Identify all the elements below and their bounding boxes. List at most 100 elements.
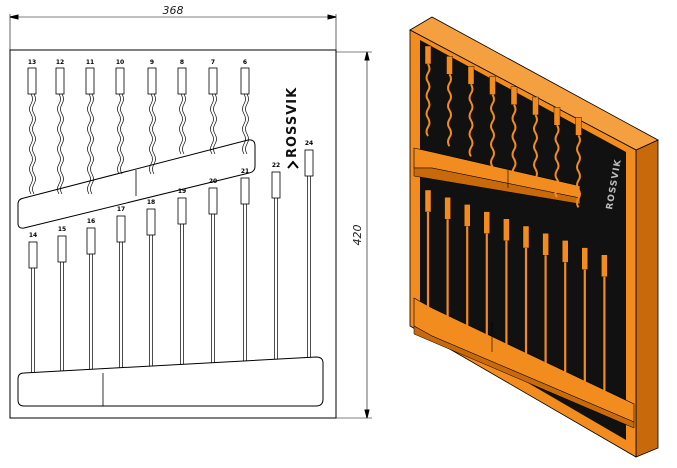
bit-head-slot: [116, 215, 126, 243]
iso-side-face: [635, 139, 659, 458]
wavy-shaft: [242, 93, 246, 155]
bit-head-slot: [304, 149, 314, 177]
bottom-cutout: 15: [57, 226, 67, 371]
wavy-shaft: [210, 93, 214, 155]
iso-bottom-cutout: [522, 225, 530, 356]
iso-bit-slot: [446, 56, 453, 75]
wavy-shaft: [213, 93, 217, 155]
top-cutout: 7: [208, 59, 218, 155]
brand-logo-mark: [287, 160, 299, 169]
cutout-number: 21: [241, 168, 249, 175]
iso-bit-slot: [581, 247, 588, 270]
top-cutout: 6: [240, 59, 250, 155]
isometric-view: ROSSVIK: [409, 16, 659, 458]
bit-head-slot: [28, 241, 38, 269]
iso-bit-slot: [522, 225, 530, 249]
iso-top-cutout: [575, 117, 582, 208]
cutout-number: 20: [209, 178, 217, 185]
bit-head-slot: [146, 208, 156, 236]
iso-bottom-cutout: [444, 196, 451, 318]
iso-bit-slot: [601, 254, 608, 278]
iso-bit-slot: [553, 106, 561, 126]
wavy-shaft: [179, 93, 183, 155]
bit-head-slot: [85, 67, 95, 95]
iso-bottom-cutout: [483, 211, 490, 337]
bottom-cutout: 18: [146, 199, 156, 367]
cutout-number: 24: [305, 140, 313, 147]
bit-head-slot: [55, 67, 65, 95]
iso-bottom-cutout: [503, 218, 510, 347]
bit-head-slot: [57, 235, 67, 263]
iso-wavy-shaft: [425, 63, 431, 137]
iso-wavy-shaft: [576, 134, 581, 208]
wavy-shaft: [87, 93, 91, 195]
bit-head-slot: [208, 187, 218, 215]
iso-wavy-shaft: [447, 73, 452, 147]
cutout-number: 11: [86, 59, 94, 66]
iso-top-cutout: [510, 86, 518, 178]
cutout-number: 17: [117, 206, 125, 213]
top-cutout: 10: [115, 59, 125, 175]
wavy-shaft: [57, 93, 61, 195]
width-dimension-label: 368: [163, 4, 184, 17]
iso-wavy-shaft: [468, 83, 474, 157]
bit-head-slot: [271, 171, 281, 199]
iso-bit-slot: [575, 117, 582, 136]
top-cutout: 9: [147, 59, 157, 175]
iso-bit-slot: [424, 189, 432, 213]
wavy-shaft: [182, 93, 186, 155]
bit-head-slot: [208, 67, 218, 95]
wavy-shaft: [117, 93, 121, 175]
iso-top-cutout: [489, 76, 496, 168]
iso-bottom-cutout: [464, 204, 471, 328]
bottom-cutout: 16: [86, 218, 96, 370]
iso-bit-slot: [483, 211, 490, 234]
iso-bit-slot: [424, 45, 432, 65]
wavy-shaft: [90, 93, 94, 195]
cutout-number: 9: [150, 59, 154, 66]
bit-head-slot: [177, 67, 187, 95]
iso-bottom-cutout: [581, 247, 588, 385]
iso-top-cutout: [424, 45, 432, 137]
brand-logo-front: ROSSVIK: [285, 87, 300, 169]
iso-bit-slot: [532, 96, 539, 116]
cutout-number: 18: [147, 199, 155, 206]
bottom-cutout: 19: [177, 188, 187, 365]
cutout-number: 12: [56, 59, 64, 66]
iso-bit-slot: [467, 66, 475, 85]
iso-bit-slot: [562, 240, 569, 263]
wavy-shaft: [149, 93, 153, 175]
cutout-number: 14: [29, 232, 37, 239]
iso-bit-slot: [503, 218, 510, 242]
bit-head-slot: [147, 67, 157, 95]
wavy-shaft: [60, 93, 64, 195]
upper-handle-cutout: [17, 139, 256, 229]
cutout-number: 16: [87, 218, 95, 225]
width-dimension: [9, 14, 337, 56]
bit-head-slot: [177, 197, 187, 225]
iso-wavy-shaft: [533, 114, 538, 188]
cutout-number: 15: [58, 226, 66, 233]
cutout-number: 7: [211, 59, 215, 66]
iso-bit-slot: [489, 76, 496, 95]
iso-bit-slot: [464, 204, 471, 227]
iso-wavy-shaft: [490, 94, 495, 168]
brand-text-front: ROSSVIK: [285, 87, 300, 158]
wavy-shaft: [120, 93, 124, 175]
height-dimension: [336, 51, 372, 419]
bottom-row-cutouts: 14 15 16 17 18 19 20 21 22 24: [28, 140, 314, 373]
bottom-cutout: 20: [208, 178, 218, 363]
front-view: 368 420: [9, 4, 372, 419]
cutout-number: 19: [178, 188, 186, 195]
bit-head-slot: [240, 177, 250, 205]
iso-bit-slot: [444, 196, 451, 220]
foam-board-outline: [9, 49, 337, 419]
iso-bottom-cutout: [601, 254, 608, 395]
iso-top-cutout: [553, 106, 561, 198]
iso-bottom-cutout: [542, 232, 549, 366]
wavy-shaft: [152, 93, 156, 175]
bit-head-slot: [27, 67, 37, 95]
cutout-number: 22: [272, 162, 280, 169]
bottom-cutout: 22: [271, 162, 281, 360]
